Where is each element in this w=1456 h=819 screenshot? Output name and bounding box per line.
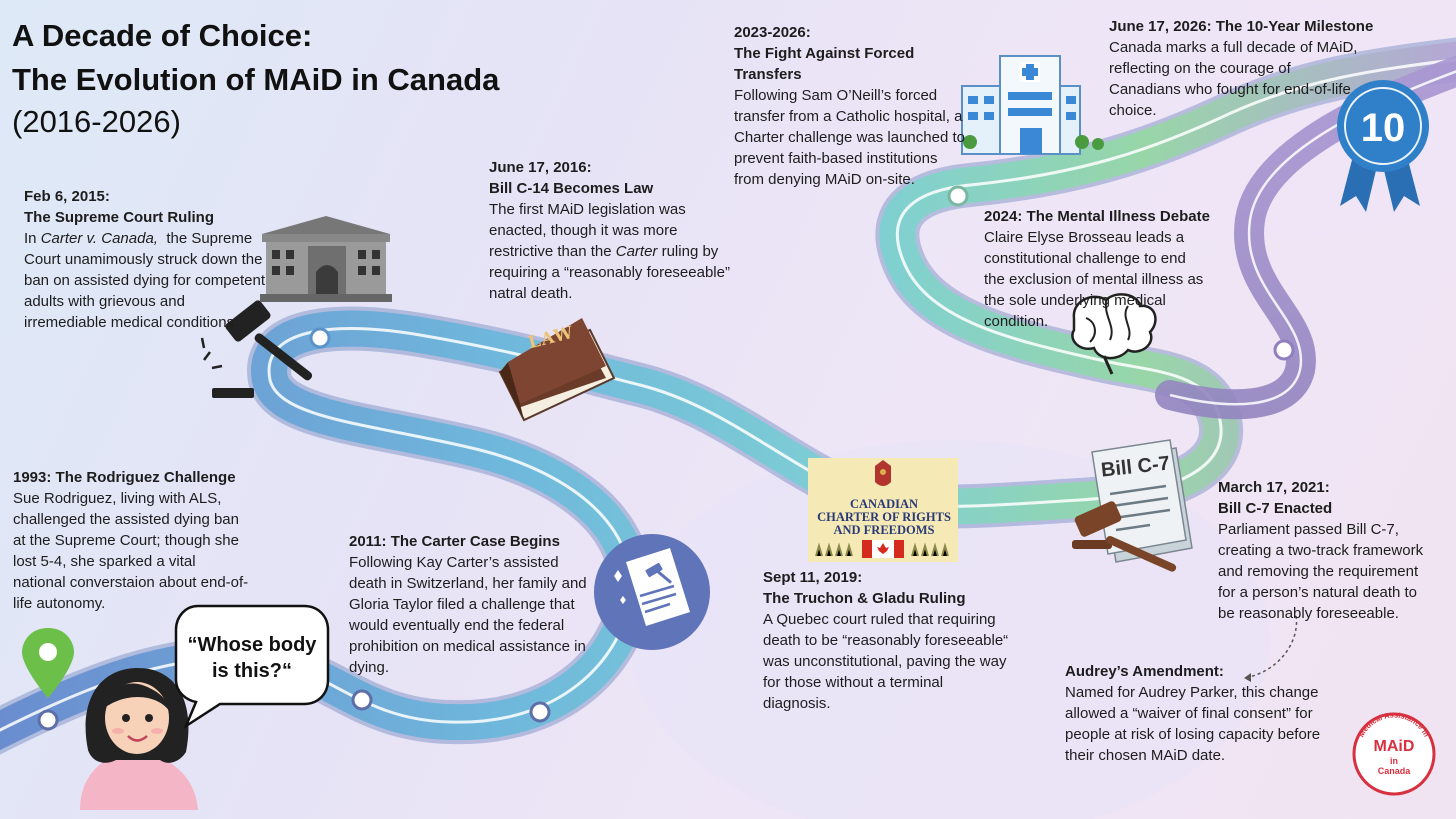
event-audrey-amendment: Audrey’s Amendment: Named for Audrey Par… [1065,661,1349,766]
event-date: Feb 6, 2015: [24,188,110,205]
title-line-2: The Evolution of MAiD in Canada [12,62,500,97]
title-years: (2016-2026) [12,104,181,139]
speech-bubble [174,604,330,730]
event-title: The Truchon & Gladu Ruling [763,590,966,607]
event-text: the Supreme Court unamimously struck dow… [24,230,265,331]
event-title: Bill C-7 Enacted [1218,500,1333,517]
contract-document-icon [594,534,710,650]
gavel-icon [1072,501,1177,572]
event-supreme-court: Feb 6, 2015: The Supreme Court Ruling In… [24,186,270,333]
charter-line-2: CHARTER OF RIGHTS [817,510,951,524]
event-text: The first MAiD legislation was enacted, … [489,201,686,260]
event-title: The Supreme Court Ruling [24,209,215,226]
charter-poster-icon [808,458,958,562]
event-rodriguez: 1993: The Rodriguez Challenge Sue Rodrig… [13,467,249,614]
gavel-icon [200,300,313,398]
milestone-badge-number: 10 [1360,106,1406,150]
event-text: ruling by requiring a “reasonably forese… [489,243,730,302]
timeline-node [37,709,59,731]
event-description: Following Kay Carter’s assisted death in… [349,554,587,676]
courthouse-icon [260,216,392,302]
event-description: A Quebec court ruled that requiring deat… [763,611,1009,712]
charter-line-1: CANADIAN [849,497,919,511]
title-line-1: A Decade of Choice: [12,18,313,53]
event-milestone: June 17, 2026: The 10-Year Milestone Can… [1109,16,1374,121]
arrowhead-icon [1244,673,1251,682]
logo-word: MAiD [1373,738,1415,755]
timeline-node [529,701,551,723]
event-date: 2023-2026: [734,24,811,41]
case-name: Carter v. Canada, [40,230,158,247]
event-description: Named for Audrey Parker, this change all… [1065,684,1321,764]
event-truchon-gladu: Sept 11, 2019: The Truchon & Gladu Rulin… [763,567,1009,714]
event-forced-transfers: 2023-2026: The Fight Against Forced Tran… [734,22,966,190]
timeline-road-centerline [0,58,1456,732]
event-title: Bill C-14 Becomes Law [489,180,654,197]
event-title: Audrey’s Amendment: [1065,663,1224,680]
timeline-node [351,689,373,711]
brain-icon [1071,293,1157,375]
event-title: 2024: The Mental Illness Debate [984,208,1210,225]
event-mental-illness: 2024: The Mental Illness Debate Claire E… [984,206,1210,332]
charter-poster-text: CANADIAN CHARTER OF RIGHTS AND FREEDOMS [812,498,956,537]
event-bill-c7: March 17, 2021: Bill C-7 Enacted Parliam… [1218,477,1434,624]
event-title: The Fight Against Forced Transfers [734,45,915,83]
event-title: June 17, 2026: The 10-Year Milestone [1109,18,1374,35]
event-description: Parliament passed Bill C-7, creating a t… [1218,521,1424,622]
law-book-icon [498,318,616,422]
event-date: March 17, 2021: [1218,479,1330,496]
timeline-node [1273,339,1295,361]
event-description: Claire Elyse Brosseau leads a constituti… [984,229,1204,330]
woman-avatar-icon [80,668,198,810]
milestone-badge-icon [1337,80,1429,212]
event-title: 2011: The Carter Case Begins [349,533,560,550]
timeline-node [309,327,331,349]
event-carter-case: 2011: The Carter Case Begins Following K… [349,531,589,678]
page-title: A Decade of Choice: The Evolution of MAi… [12,14,499,102]
speech-bubble-text: “Whose body is this?“ [187,634,317,682]
event-description: In Carter v. Canada, the Supreme Court u… [24,230,265,331]
event-title: 1993: The Rodriguez Challenge [13,469,236,486]
event-description: The first MAiD legislation was enacted, … [489,199,739,304]
timeline-node [947,185,969,207]
audrey-connector-arrow [1243,615,1298,679]
case-name: Carter [615,243,658,260]
hospital-icon [961,55,1104,155]
location-pin-icon [22,628,74,698]
bill-document-icon [1091,439,1193,563]
logo-in: in [1390,756,1398,766]
event-date: Sept 11, 2019: [763,569,863,586]
event-date: June 17, 2016: [489,159,592,176]
event-description: Sue Rodriguez, living with ALS, challeng… [13,490,249,612]
event-bill-c14: June 17, 2016: Bill C-14 Becomes Law The… [489,157,739,304]
event-description: Canada marks a full decade of MAiD, refl… [1109,39,1358,119]
charter-line-3: AND FREEDOMS [833,523,935,537]
logo-country: Canada [1377,766,1411,776]
event-description: Following Sam O’Neill’s forced transfer … [734,87,965,188]
